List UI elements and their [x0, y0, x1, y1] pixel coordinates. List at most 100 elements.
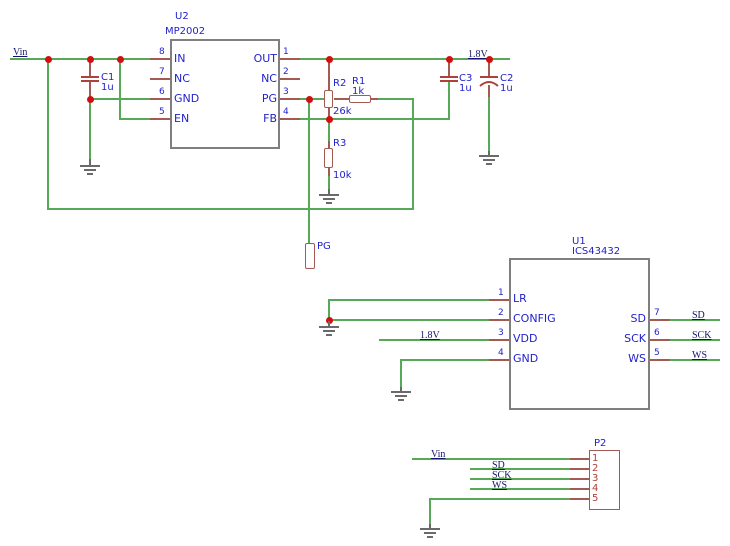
wire-r3-bottom[interactable] — [328, 176, 330, 189]
gnd-c2-stub[interactable] — [488, 151, 490, 155]
c2-lead-bottom[interactable] — [488, 85, 490, 97]
gnd-u1-bar[interactable] — [395, 395, 407, 397]
u2-pin8-stub[interactable] — [150, 58, 170, 60]
u1-pin4-stub[interactable] — [489, 359, 509, 361]
r2-body[interactable] — [324, 90, 333, 108]
u1-pin3-stub[interactable] — [489, 339, 509, 341]
wire-config[interactable] — [328, 319, 489, 321]
u1-pin6-stub[interactable] — [650, 339, 670, 341]
wire-c1-gnd[interactable] — [89, 99, 91, 159]
r3-lead-top[interactable] — [328, 141, 330, 148]
gnd-p2-stub[interactable] — [429, 524, 431, 528]
gnd-p2-bar[interactable] — [420, 528, 440, 530]
u2-pin3-stub[interactable] — [280, 98, 300, 100]
p2-pin1-stub[interactable] — [570, 458, 589, 460]
wire-p2-gnd[interactable] — [429, 498, 572, 500]
wire-p2-sck[interactable] — [470, 478, 572, 480]
wire-c2-gnd[interactable] — [488, 97, 490, 151]
u2-body[interactable] — [170, 39, 280, 149]
gnd-c2-bar[interactable] — [483, 159, 495, 161]
c1-lead-bottom[interactable] — [89, 82, 91, 99]
p2-pin2-stub[interactable] — [570, 468, 589, 470]
wire-p2-sd[interactable] — [470, 468, 572, 470]
wire-sck[interactable] — [668, 339, 720, 341]
gnd-p2-bar[interactable] — [427, 536, 433, 538]
gnd-c1-bar[interactable] — [80, 165, 100, 167]
gnd-u1cfg-bar[interactable] — [319, 326, 339, 328]
c3-lead-top[interactable] — [448, 60, 450, 76]
wire-ws[interactable] — [668, 359, 720, 361]
wire-u1-gnd[interactable] — [400, 359, 489, 361]
p2-body[interactable] — [589, 450, 620, 510]
gnd-p2-bar[interactable] — [424, 532, 436, 534]
wire-c3-bottom[interactable] — [448, 82, 450, 120]
c3-plate-top[interactable] — [440, 76, 458, 78]
wire-sd[interactable] — [668, 319, 720, 321]
wire-out-rail[interactable] — [297, 58, 510, 60]
p2-pin3-stub[interactable] — [570, 478, 589, 480]
wire-u1-gnd-drop[interactable] — [400, 359, 402, 387]
c1-plate-bottom[interactable] — [81, 80, 99, 82]
wire-p2-ws[interactable] — [470, 488, 572, 490]
wire-r1-right[interactable] — [377, 98, 413, 100]
wire-vin-rail[interactable] — [10, 58, 153, 60]
gnd-c2-bar[interactable] — [486, 163, 492, 165]
wire-lr-config[interactable] — [328, 299, 330, 321]
u1-pin1-stub[interactable] — [489, 299, 509, 301]
u2-pin2-stub[interactable] — [280, 78, 300, 80]
wire-vdd[interactable] — [379, 339, 489, 341]
gnd-r3-stub[interactable] — [328, 189, 330, 194]
r1-lead-left[interactable] — [334, 98, 349, 100]
wire-fb-row[interactable] — [297, 118, 450, 120]
gnd-u1cfg-stub[interactable] — [328, 321, 330, 326]
r1-body[interactable] — [349, 95, 371, 103]
r2-lead-bottom[interactable] — [328, 108, 330, 120]
u2-pin7-stub[interactable] — [150, 78, 170, 80]
c2-plate-curved[interactable] — [478, 78, 500, 87]
gnd-c1-bar[interactable] — [87, 173, 93, 175]
gnd-c1-stub[interactable] — [89, 159, 91, 165]
wire-gnd-row[interactable] — [89, 98, 153, 100]
gnd-c2-bar[interactable] — [479, 155, 499, 157]
gnd-r3-bar[interactable] — [323, 198, 335, 200]
wire-pg-drop[interactable] — [308, 98, 310, 244]
u2-pin1-stub[interactable] — [280, 58, 300, 60]
c1-value: 1u — [101, 82, 114, 93]
c1-plate-top[interactable] — [81, 76, 99, 78]
wire-p2-vin[interactable] — [412, 458, 572, 460]
c3-plate-bottom[interactable] — [440, 80, 458, 82]
u2-pin4-stub[interactable] — [280, 118, 300, 120]
c1-lead-top[interactable] — [89, 60, 91, 76]
wire-r3-top[interactable] — [328, 119, 330, 141]
r1-lead-right[interactable] — [371, 98, 378, 100]
wire-en-drop[interactable] — [119, 58, 121, 120]
r3-body[interactable] — [324, 148, 333, 168]
wire-vin-drop[interactable] — [47, 58, 49, 210]
u2-pin6-stub[interactable] — [150, 98, 170, 100]
u1-body[interactable] — [509, 258, 650, 410]
gnd-r3-bar[interactable] — [319, 194, 339, 196]
r2-lead-top[interactable] — [328, 60, 330, 90]
wire-r1-drop[interactable] — [412, 98, 414, 210]
pg-pad[interactable] — [305, 243, 315, 269]
p2-pin4-stub[interactable] — [570, 488, 589, 490]
u1-pin7-stub[interactable] — [650, 319, 670, 321]
c2-plate-top[interactable] — [480, 76, 498, 78]
u1-pin5-stub[interactable] — [650, 359, 670, 361]
u1-pin2-stub[interactable] — [489, 319, 509, 321]
wire-bottom-loop[interactable] — [47, 208, 414, 210]
r3-lead-bottom[interactable] — [328, 168, 330, 176]
gnd-u1-bar[interactable] — [398, 399, 404, 401]
gnd-u1-stub[interactable] — [400, 387, 402, 391]
wire-p2-gnd-drop[interactable] — [429, 498, 431, 524]
gnd-u1-bar[interactable] — [391, 391, 411, 393]
u2-pin5-stub[interactable] — [150, 118, 170, 120]
gnd-c1-bar[interactable] — [84, 169, 96, 171]
wire-en[interactable] — [119, 118, 153, 120]
gnd-r3-bar[interactable] — [326, 202, 332, 204]
gnd-u1cfg-bar[interactable] — [326, 334, 332, 336]
gnd-u1cfg-bar[interactable] — [323, 330, 335, 332]
wire-lr[interactable] — [328, 299, 489, 301]
c2-lead-top[interactable] — [488, 60, 490, 76]
p2-pin5-stub[interactable] — [570, 498, 589, 500]
